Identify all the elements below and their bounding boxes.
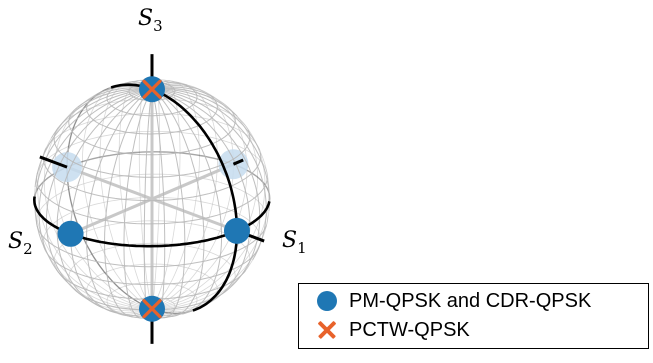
latitude-line bbox=[230, 250, 259, 271]
meridian-line bbox=[77, 87, 261, 292]
meridian-line bbox=[172, 240, 205, 317]
meridian-line bbox=[45, 86, 215, 221]
legend-item-pm-qpsk: PM-QPSK and CDR-QPSK bbox=[317, 287, 591, 315]
meridian-line bbox=[104, 242, 134, 318]
cross-stroke bbox=[142, 299, 162, 319]
meridian-line bbox=[45, 220, 91, 302]
latitude-line bbox=[36, 173, 268, 226]
axis-label-s1: S1 bbox=[282, 228, 307, 257]
cross-stroke bbox=[142, 79, 162, 99]
meridian-line bbox=[121, 82, 222, 237]
latitude-line bbox=[36, 220, 236, 268]
latitude-line bbox=[68, 107, 213, 156]
latitude-line bbox=[42, 147, 231, 202]
latitude-line bbox=[53, 127, 223, 178]
latitude-line bbox=[235, 177, 268, 210]
meridian-line bbox=[34, 205, 45, 248]
latitude-line bbox=[222, 130, 251, 165]
pctw-qpsk-cross-top bbox=[142, 79, 162, 99]
meridian-line bbox=[34, 88, 261, 206]
pm-qpsk-point bbox=[57, 220, 84, 247]
meridian-line bbox=[56, 227, 104, 309]
meridian-line bbox=[34, 187, 36, 198]
meridian-line bbox=[82, 83, 183, 316]
latitude-line bbox=[42, 197, 262, 251]
principal-meridian bbox=[192, 230, 239, 312]
pctw-qpsk-cross-bottom bbox=[142, 299, 162, 319]
meridian-line bbox=[56, 85, 201, 228]
filled-circle-icon bbox=[317, 291, 337, 311]
pm-qpsk-point bbox=[223, 217, 250, 244]
meridian-line bbox=[37, 188, 253, 310]
meridian-line bbox=[103, 89, 248, 313]
equator-line bbox=[32, 196, 238, 248]
meridian-line bbox=[38, 87, 238, 214]
latitude-line bbox=[37, 130, 268, 178]
legend-item-pctw-qpsk: PCTW-QPSK bbox=[317, 316, 470, 344]
s2-axis-negative bbox=[232, 158, 244, 166]
axis-label-s3: S3 bbox=[138, 6, 163, 35]
cross-icon bbox=[317, 320, 337, 340]
meridian-line bbox=[123, 245, 143, 319]
axis-label-s2: S2 bbox=[8, 229, 33, 258]
latitude-line bbox=[55, 267, 223, 300]
meridian-line bbox=[50, 88, 267, 261]
principal-meridian bbox=[110, 83, 239, 231]
meridian-line bbox=[70, 233, 117, 314]
legend-label: PCTW-QPSK bbox=[349, 318, 470, 341]
sphere-interior-axes bbox=[65, 87, 239, 311]
meridian-line bbox=[38, 213, 68, 283]
legend: PM-QPSK and CDR-QPSK PCTW-QPSK bbox=[298, 283, 649, 349]
state-points-front bbox=[57, 76, 250, 322]
sphere-grid-front bbox=[32, 79, 271, 319]
latitude-line bbox=[86, 92, 200, 135]
s1-axis-negative bbox=[39, 155, 68, 169]
legend-label: PM-QPSK and CDR-QPSK bbox=[349, 289, 592, 312]
meridian-line bbox=[163, 243, 186, 319]
